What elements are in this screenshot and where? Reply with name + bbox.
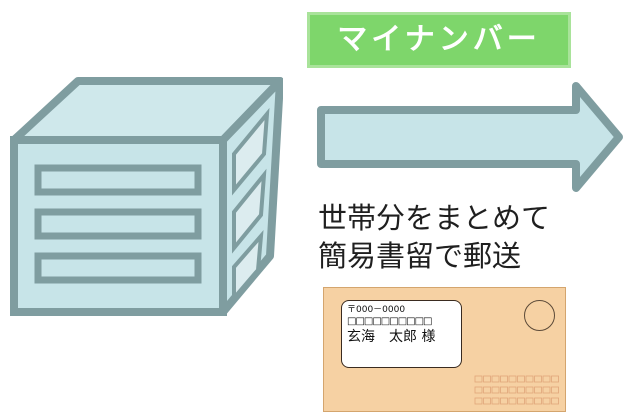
cabinet-drawer-1 bbox=[34, 164, 202, 196]
my-number-label: マイナンバー bbox=[307, 12, 571, 68]
postal-barcode-icon bbox=[474, 375, 559, 405]
postal-code: 〒000－0000 bbox=[347, 305, 406, 315]
cabinet-drawer-2 bbox=[34, 208, 202, 240]
postage-stamp-circle bbox=[524, 300, 555, 331]
address-label: 〒000－0000 □□□□□□□□□□ 玄海 太郎 様 bbox=[341, 300, 462, 368]
cabinet-side-panel-1 bbox=[232, 107, 270, 196]
my-number-label-text: マイナンバー bbox=[337, 22, 541, 57]
arrow-shape bbox=[317, 82, 623, 192]
right-arrow-icon bbox=[317, 82, 623, 192]
address-placeholder: □□□□□□□□□□ bbox=[347, 316, 432, 327]
delivery-caption-line-1: 世帯分をまとめて bbox=[318, 201, 551, 235]
government-cabinet-icon bbox=[10, 77, 283, 316]
cabinet-drawer-3 bbox=[34, 252, 202, 284]
cabinet-side-panel-2 bbox=[232, 168, 267, 254]
mail-envelope: 〒000－0000 □□□□□□□□□□ 玄海 太郎 様 bbox=[323, 287, 566, 412]
delivery-caption: 世帯分をまとめて 簡易書留で郵送 bbox=[318, 199, 618, 275]
recipient-name: 玄海 太郎 様 bbox=[347, 329, 436, 345]
delivery-caption-line-2: 簡易書留で郵送 bbox=[318, 239, 522, 273]
cabinet-side-panel-3 bbox=[232, 230, 264, 304]
